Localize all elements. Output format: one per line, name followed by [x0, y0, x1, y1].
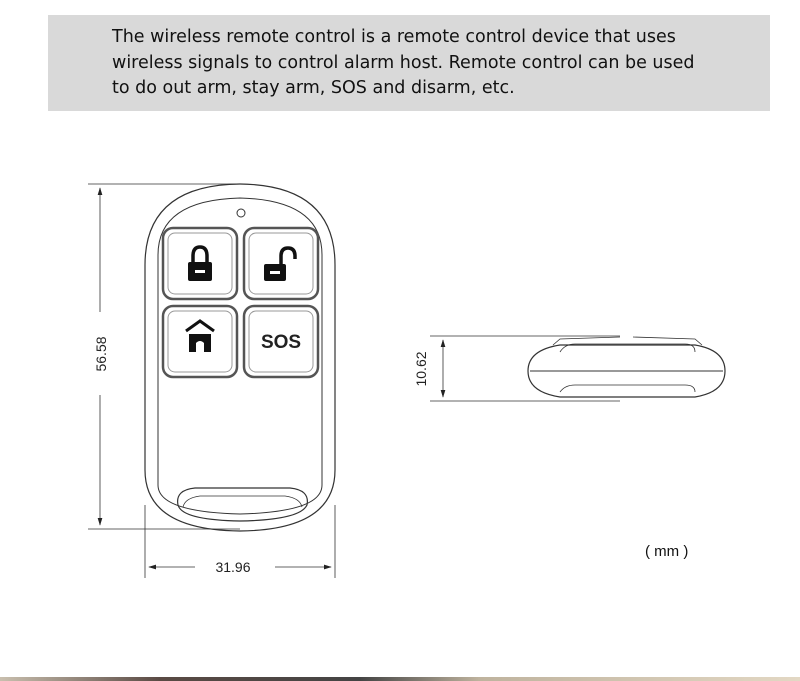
- sos-label: SOS: [261, 332, 301, 353]
- home-icon: [185, 319, 215, 352]
- description-text: The wireless remote control is a remote …: [112, 25, 695, 102]
- lock-open-icon: [264, 246, 297, 281]
- thickness-label: 10.62: [413, 351, 429, 386]
- front-view: [144, 183, 336, 532]
- description-banner: The wireless remote control is a remote …: [48, 15, 770, 111]
- thickness-dimension: [430, 335, 620, 402]
- side-view: [527, 336, 726, 398]
- description-line: The wireless remote control is a remote …: [112, 27, 676, 47]
- width-dimension: [144, 505, 336, 578]
- description-line: wireless signals to control alarm host. …: [112, 52, 695, 73]
- height-dimension: [88, 183, 240, 530]
- remote-face: [157, 197, 323, 515]
- remote-outer-body: [144, 183, 336, 532]
- keyring-slot: [177, 487, 308, 522]
- remote-side-body: [527, 344, 726, 398]
- led-indicator: [236, 208, 246, 218]
- button-arm[interactable]: [161, 226, 239, 301]
- unit-label: ( mm ): [645, 543, 689, 560]
- button-disarm[interactable]: [242, 226, 320, 301]
- button-sos[interactable]: [242, 304, 320, 379]
- button-stay-arm[interactable]: [161, 304, 239, 379]
- width-label: 31.96: [215, 559, 250, 575]
- lock-closed-icon: [188, 245, 212, 281]
- bottom-edge-strip: [0, 677, 800, 681]
- height-label: 56.58: [93, 336, 109, 371]
- description-line: to do out arm, stay arm, SOS and disarm,…: [112, 78, 515, 98]
